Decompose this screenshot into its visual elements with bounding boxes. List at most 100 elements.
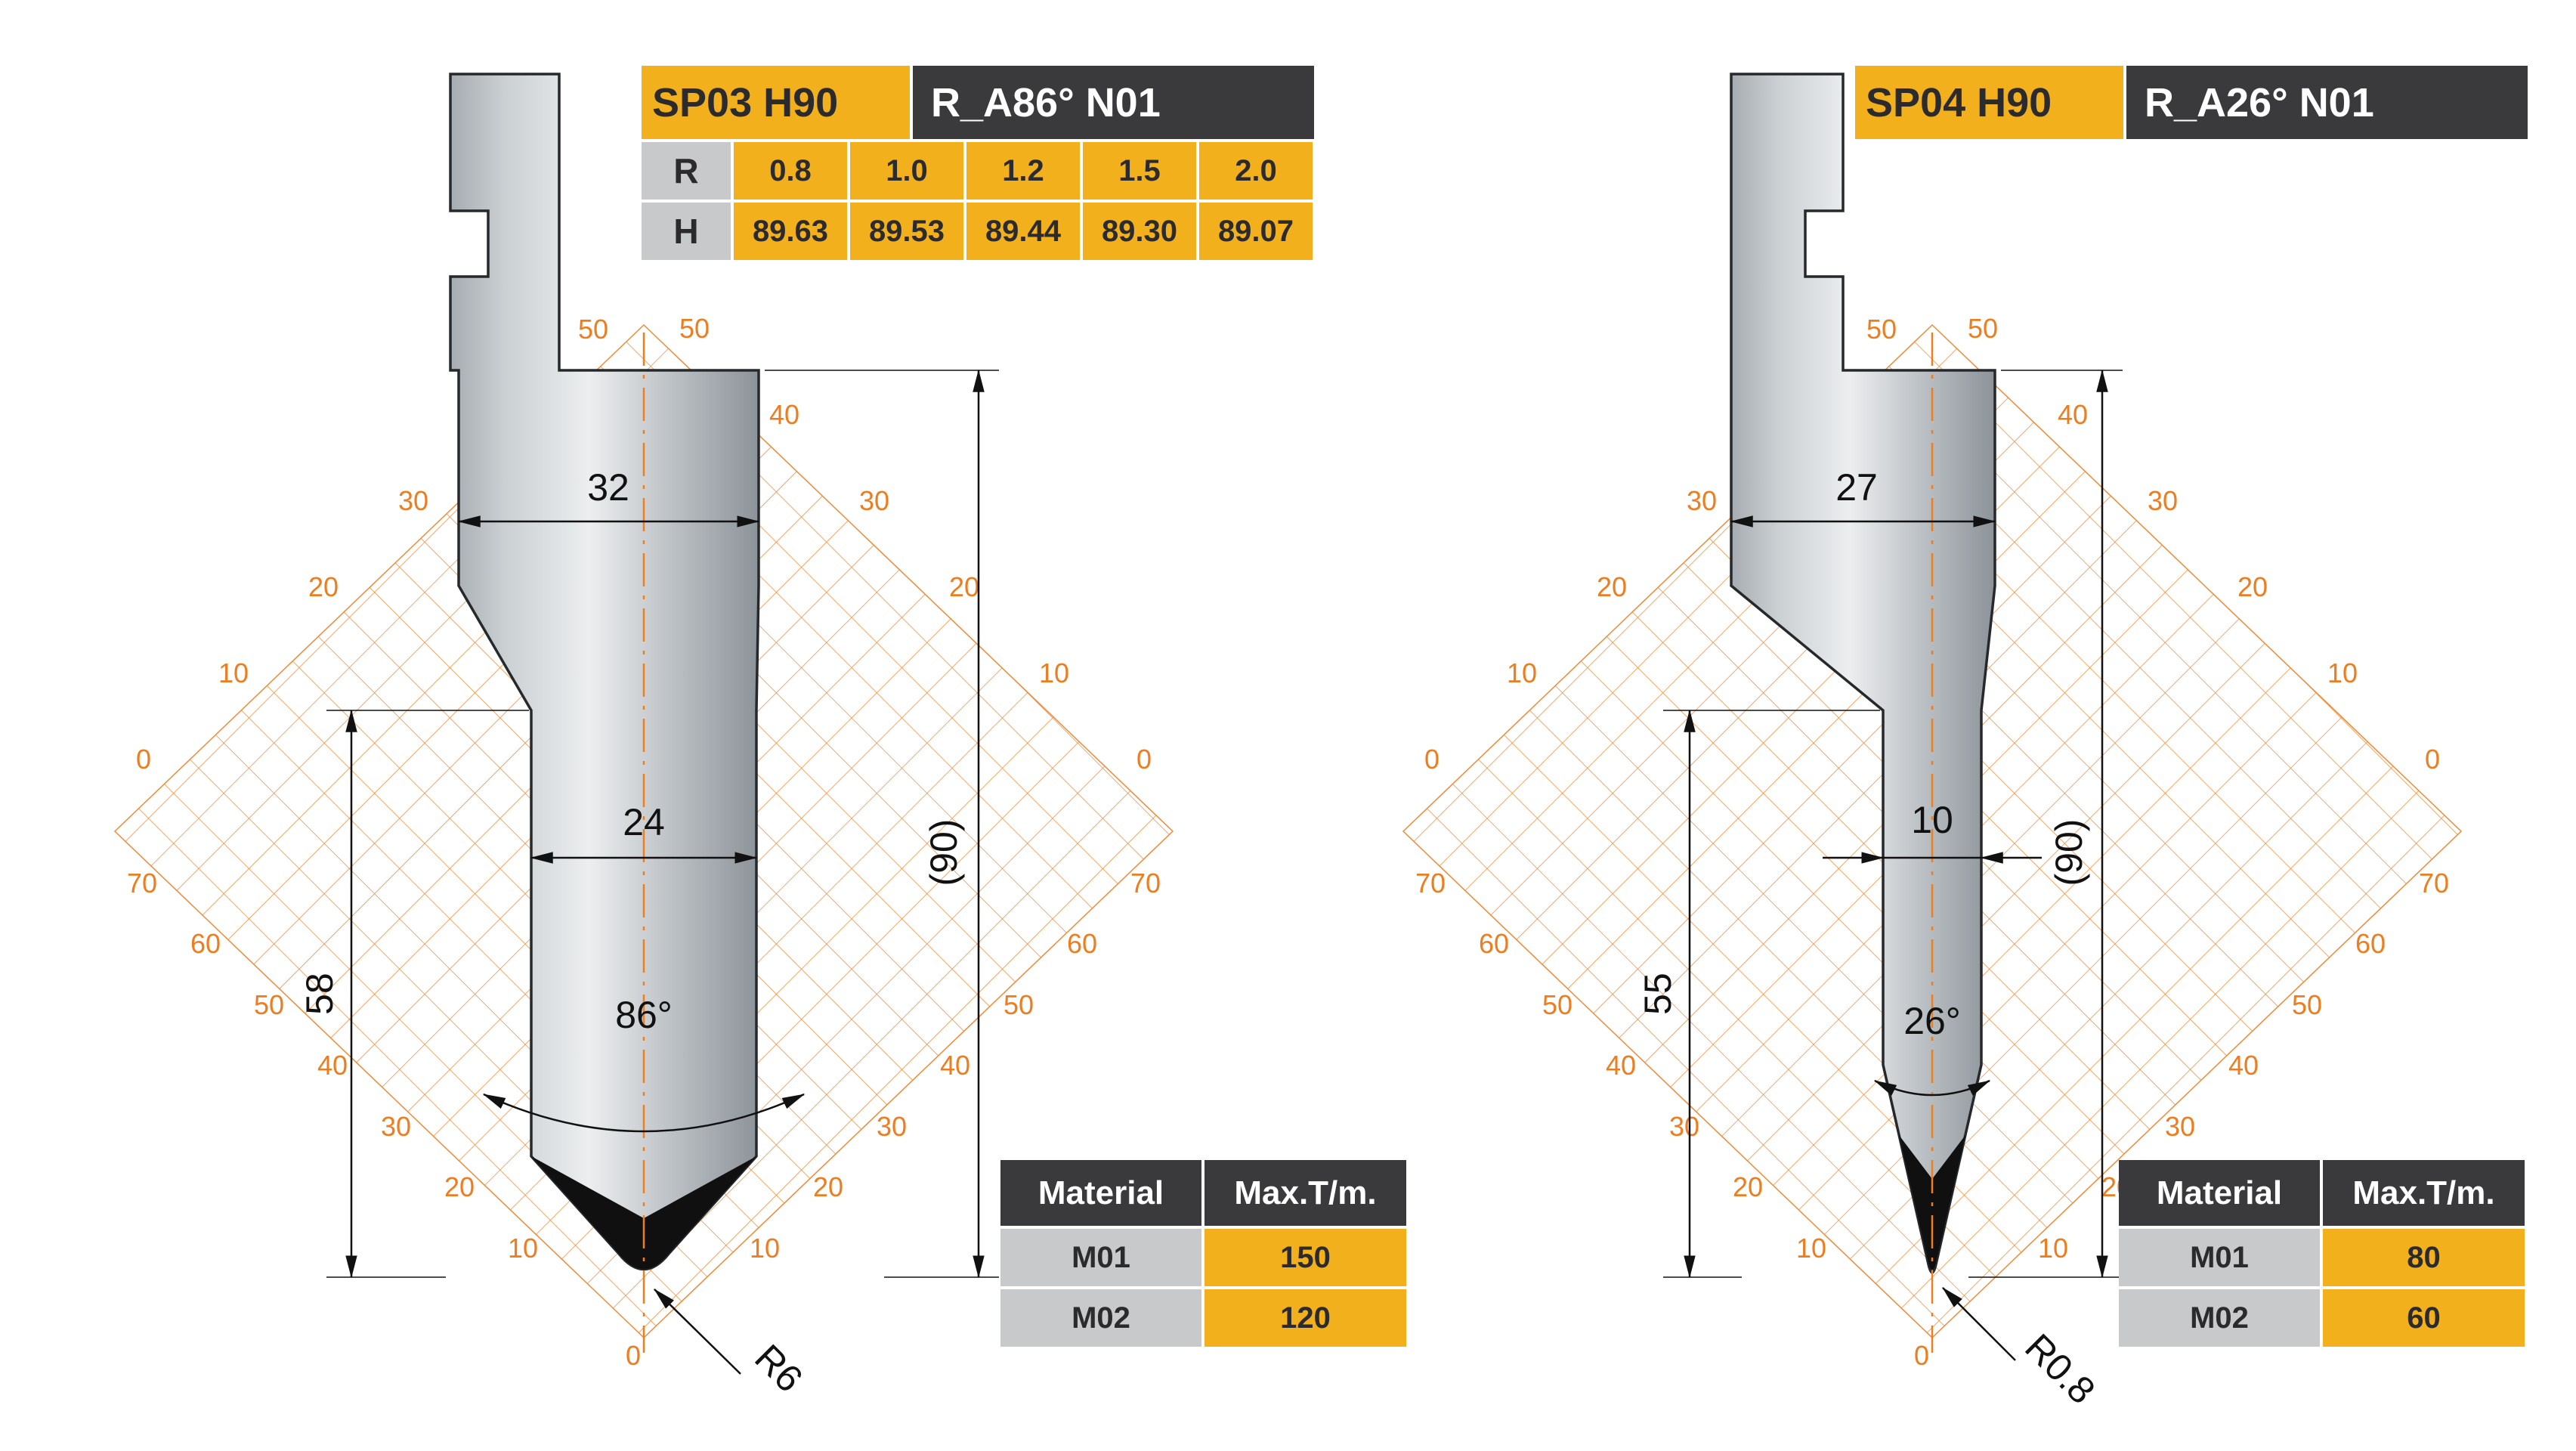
dim-angle-arc [482, 1093, 806, 1133]
grid-origin-label: 0 [626, 1340, 641, 1371]
grid-label: 60 [2355, 928, 2386, 959]
dim-height: 55 [1637, 973, 1679, 1015]
rh-row-label-h: H [642, 203, 731, 260]
material-value: 80 [2323, 1229, 2525, 1286]
grid-label: 20 [444, 1171, 475, 1202]
dim-body-width: 24 [623, 801, 665, 843]
model-badge: SP04 H90 [1855, 66, 2123, 139]
grid-label: 20 [308, 571, 339, 602]
grid-label: 60 [1067, 928, 1097, 959]
grid-label: 10 [2327, 657, 2358, 688]
code-badge: R_A26° N01 [2126, 66, 2528, 139]
grid-label: 50 [1542, 989, 1573, 1020]
grid-label: 50 [578, 314, 608, 345]
dim-angle: 26° [1903, 1000, 1961, 1042]
material-col-header: Material [2119, 1160, 2320, 1226]
dim-tip-radius: R6 [747, 1336, 811, 1400]
dim-body-width: 10 [1911, 799, 1953, 841]
h-value: 89.53 [850, 203, 963, 260]
grid-label: 20 [2237, 571, 2268, 602]
grid-label: 10 [2038, 1233, 2068, 1264]
grid-label: 50 [1866, 314, 1897, 345]
grid-label: 50 [2292, 989, 2322, 1020]
dim-angle-arc [1873, 1079, 1991, 1097]
grid-label: 40 [769, 399, 799, 430]
code-badge: R_A86° N01 [913, 66, 1314, 139]
grid-label: 40 [1606, 1050, 1636, 1081]
grid-label: 30 [2165, 1111, 2195, 1142]
material-col-header: Material [1000, 1160, 1201, 1226]
grid-label: 0 [1424, 744, 1440, 775]
dim-height: 58 [298, 973, 341, 1015]
grid-label: 10 [218, 657, 249, 688]
grid-label: 10 [508, 1233, 538, 1264]
spec-table-sp04: SP04 H90 R_A26° N01 [1855, 66, 2528, 139]
material-name: M01 [2119, 1229, 2320, 1286]
grid-origin-label: 0 [1914, 1340, 1929, 1371]
grid-label: 10 [1796, 1233, 1826, 1264]
grid-label: 20 [1733, 1171, 1763, 1202]
dim-radius-leader [654, 1289, 741, 1375]
grid-label: 30 [398, 485, 428, 516]
dim-total-height: (90) [923, 819, 965, 886]
grid-label: 10 [1507, 657, 1537, 688]
dim-head-width: 27 [1835, 466, 1878, 509]
material-name: M02 [1000, 1289, 1201, 1347]
r-value: 2.0 [1199, 142, 1313, 200]
h-value: 89.30 [1083, 203, 1196, 260]
maxt-col-header: Max.T/m. [1205, 1160, 1406, 1226]
grid-label: 40 [2058, 399, 2088, 430]
grid-label: 0 [2425, 744, 2440, 775]
grid-label: 30 [877, 1111, 907, 1142]
h-value: 89.07 [1199, 203, 1313, 260]
spec-table-sp03: SP03 H90 R_A86° N01 R 0.8 1.0 1.2 1.5 2.… [642, 66, 1314, 260]
grid-label: 60 [190, 928, 221, 959]
material-value: 150 [1205, 1229, 1406, 1286]
material-name: M01 [1000, 1229, 1201, 1286]
material-table-sp03: Material Max.T/m. M01 150 M02 120 [1000, 1160, 1406, 1347]
grid-label: 10 [1039, 657, 1069, 688]
grid-label: 20 [1597, 571, 1627, 602]
grid-label: 20 [949, 571, 979, 602]
dim-total-height: (90) [2048, 819, 2090, 886]
grid-label: 50 [679, 313, 710, 344]
grid-label: 70 [2419, 868, 2449, 899]
material-value: 60 [2323, 1289, 2525, 1347]
grid-label: 20 [813, 1171, 843, 1202]
r-value: 1.2 [966, 142, 1080, 200]
grid-label: 70 [1130, 868, 1161, 899]
grid-label: 30 [859, 485, 889, 516]
dim-radius-leader [1942, 1287, 2016, 1361]
material-name: M02 [2119, 1289, 2320, 1347]
grid-label: 40 [940, 1050, 970, 1081]
grid-label: 0 [1136, 744, 1152, 775]
dim-tip-radius: R0.8 [2017, 1326, 2103, 1412]
punch-drawing-sp04: 50 40 30 20 10 0 70 60 50 40 30 20 10 50… [1402, 73, 2463, 1412]
grid-label: 60 [1479, 928, 1509, 959]
grid-label: 30 [1687, 485, 1717, 516]
grid-label: 50 [1968, 313, 1998, 344]
grid-label: 30 [381, 1111, 411, 1142]
material-table-sp04: Material Max.T/m. M01 80 M02 60 [2119, 1160, 2525, 1347]
material-value: 120 [1205, 1289, 1406, 1347]
dim-angle: 86° [615, 994, 673, 1036]
punch-drawing-sp03: 50 40 30 20 10 0 70 60 50 40 30 20 10 50… [113, 73, 1174, 1400]
grid-label: 40 [317, 1050, 348, 1081]
grid-label: 50 [1003, 989, 1034, 1020]
punch-body [1730, 73, 1996, 1274]
rh-row-label-r: R [642, 142, 731, 200]
grid-label: 70 [127, 868, 157, 899]
grid-label: 10 [750, 1233, 780, 1264]
grid-label: 0 [136, 744, 151, 775]
r-value: 1.0 [850, 142, 963, 200]
maxt-col-header: Max.T/m. [2323, 1160, 2525, 1226]
r-value: 1.5 [1083, 142, 1196, 200]
grid-label: 70 [1415, 868, 1446, 899]
grid-label: 50 [254, 989, 284, 1020]
dim-head-width: 32 [587, 466, 629, 509]
r-value: 0.8 [734, 142, 847, 200]
model-badge: SP03 H90 [642, 66, 910, 139]
grid-label: 30 [1669, 1111, 1699, 1142]
grid-label: 40 [2228, 1050, 2259, 1081]
h-value: 89.44 [966, 203, 1080, 260]
